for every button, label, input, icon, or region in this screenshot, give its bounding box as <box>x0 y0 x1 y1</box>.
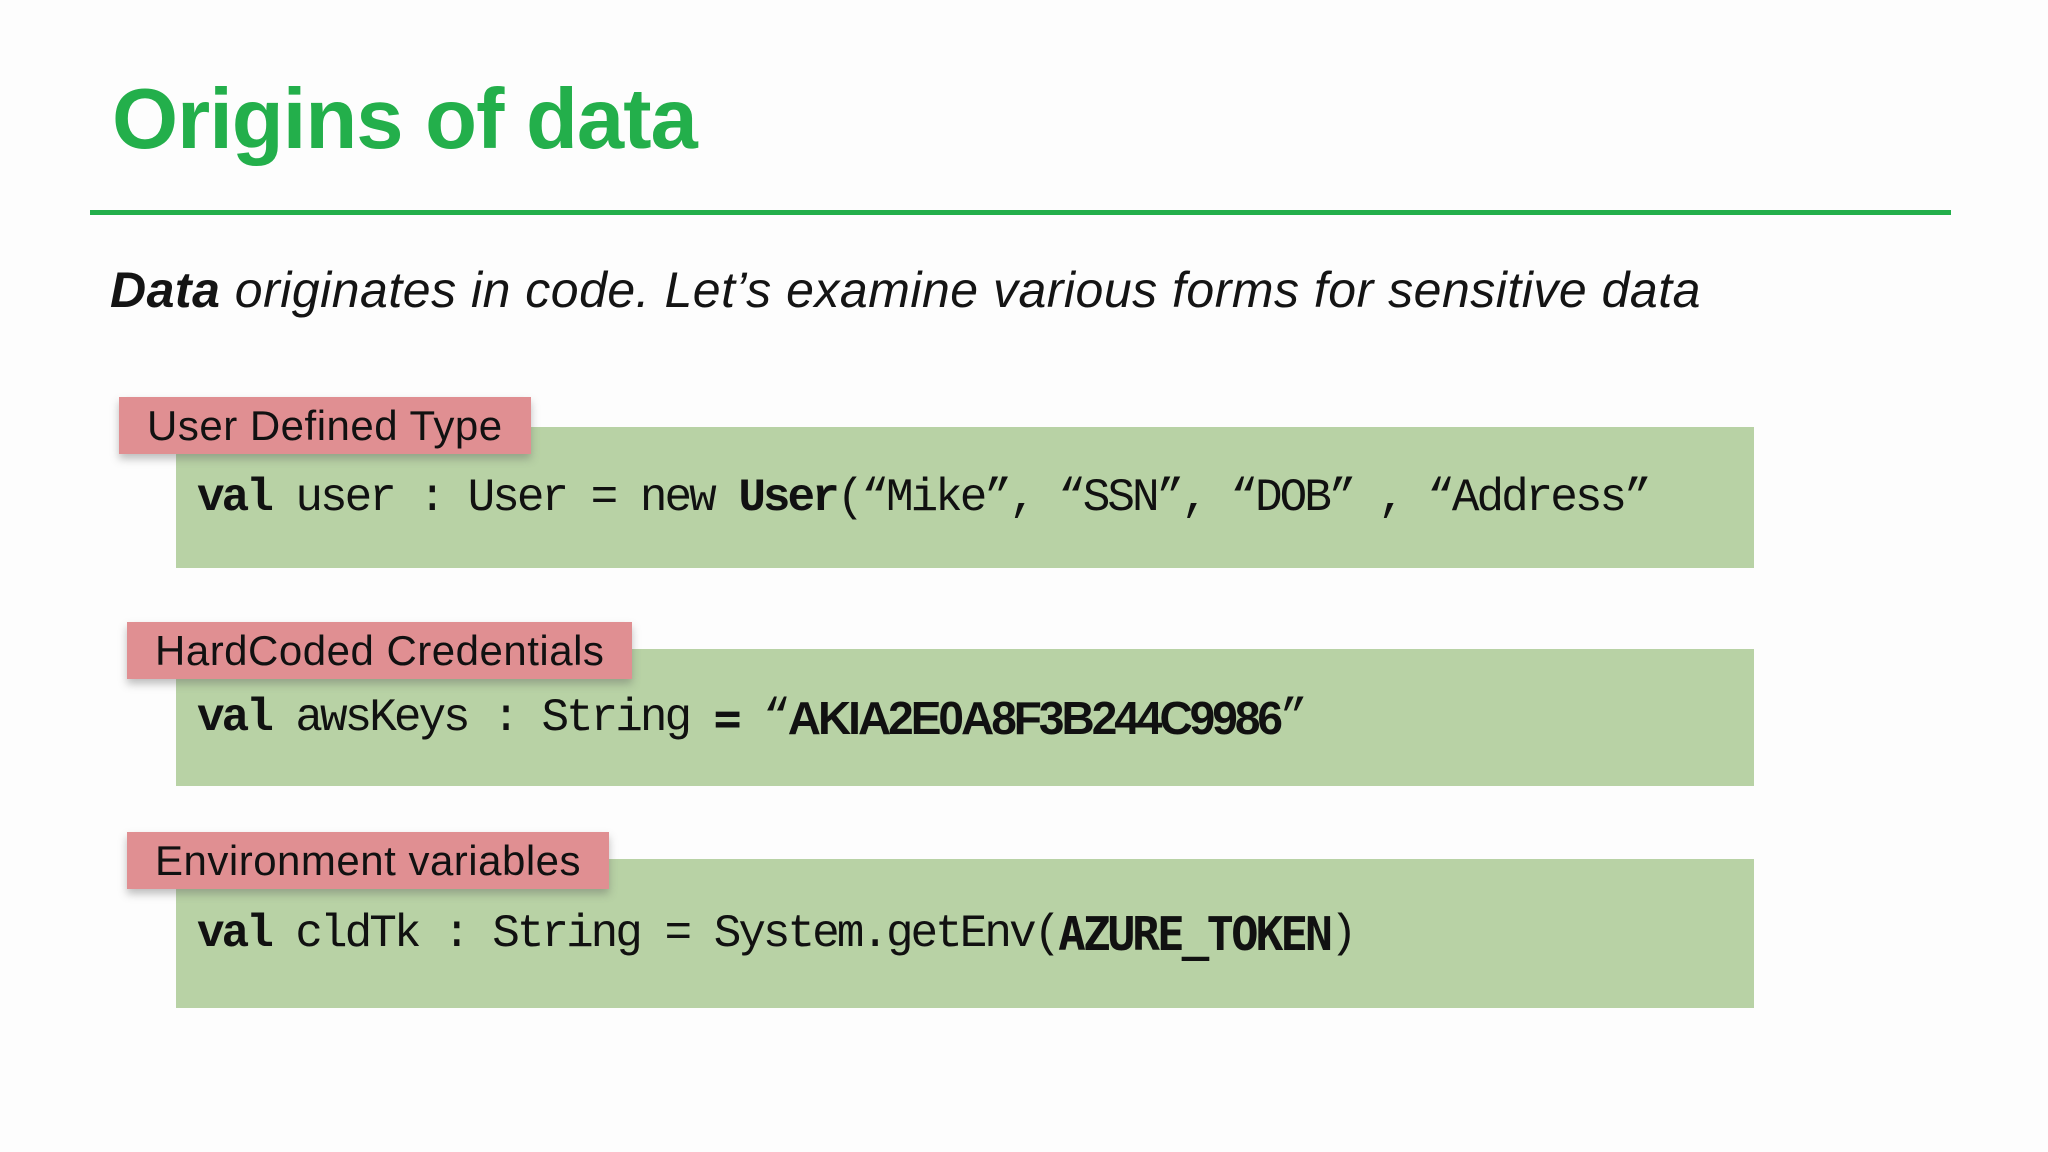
code-token: val <box>197 691 274 744</box>
section-label-user-defined-type: User Defined Type <box>119 397 531 454</box>
code-token: val <box>197 471 274 524</box>
section-environment-variables: Environment variables val cldTk : String… <box>0 832 2048 1008</box>
code-line-hardcoded-credentials: val awsKeys : String = “AKIA2E0A8F3B244C… <box>197 649 1754 786</box>
title-underline <box>90 210 1951 215</box>
code-token: cldTk : String = System.getEnv( <box>270 907 1061 960</box>
code-line-user-defined-type: val user : User = new User(“Mike”, “SSN”… <box>197 427 1754 568</box>
page-title: Origins of data <box>112 72 698 167</box>
code-line-environment-variables: val cldTk : String = System.getEnv(AZURE… <box>197 859 1754 1008</box>
code-token: ” <box>1280 691 1308 744</box>
code-token: ) <box>1329 907 1358 960</box>
section-user-defined-type: User Defined Type val user : User = new … <box>0 397 2048 568</box>
code-token: user : User = new <box>270 471 739 524</box>
section-label-environment-variables: Environment variables <box>127 832 610 889</box>
section-hardcoded-credentials: HardCoded Credentials val awsKeys : Stri… <box>0 622 2048 786</box>
subtitle: Data originates in code. Let’s examine v… <box>110 262 1701 320</box>
code-token: (“Mike”, “SSN”, “DOB” , “Address” <box>836 471 1652 524</box>
code-token: awsKeys : String <box>270 691 714 744</box>
code-token: User <box>738 471 839 524</box>
subtitle-text: originates in code. Let’s examine variou… <box>220 262 1701 318</box>
code-token: val <box>197 907 274 960</box>
code-token: “ <box>763 691 791 744</box>
subtitle-emphasis: Data <box>110 262 221 318</box>
section-label-hardcoded-credentials: HardCoded Credentials <box>127 622 633 679</box>
code-token: AZURE_TOKEN <box>1058 906 1333 961</box>
code-block-user-defined-type: val user : User = new User(“Mike”, “SSN”… <box>176 427 1754 568</box>
code-token: AKIA2E0A8F3B244C9986 <box>787 691 1283 744</box>
code-token: = <box>713 690 764 745</box>
